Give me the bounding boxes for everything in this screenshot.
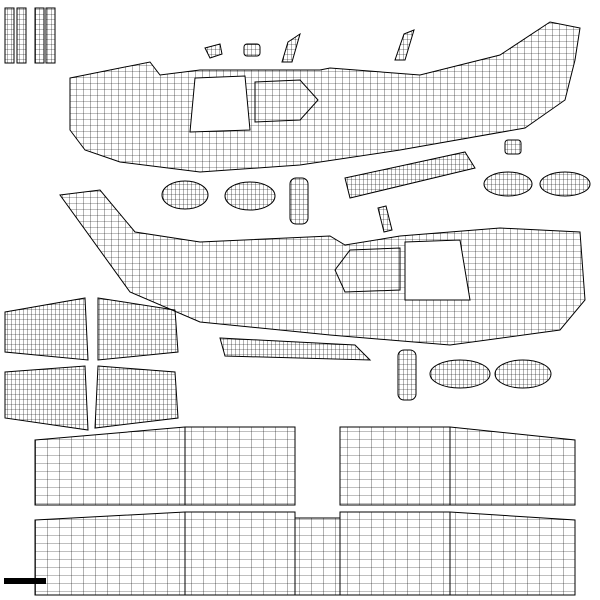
stabilizer-piece	[4, 297, 89, 361]
cockpit-window	[404, 239, 471, 301]
wheel-fairing	[494, 359, 552, 389]
small-parts	[161, 29, 591, 401]
cockpit-window-rear	[254, 79, 319, 123]
stabilizer-piece	[94, 365, 179, 429]
wing-center-section	[294, 517, 341, 596]
wheel-fairing	[224, 181, 276, 211]
fitting-piece	[204, 43, 223, 59]
cockpit-window	[189, 75, 251, 133]
antenna-piece	[394, 29, 415, 61]
wing-upper-right	[339, 426, 576, 506]
fitting-piece	[504, 139, 522, 155]
strut-piece	[4, 7, 15, 64]
nose-gear-fairing	[289, 177, 309, 225]
fitting-piece	[243, 43, 261, 57]
strut-piece	[34, 7, 45, 64]
nose-gear-fairing	[397, 349, 417, 401]
wing-lower-left	[34, 511, 296, 596]
scale-bar	[4, 578, 46, 584]
stabilizer-piece	[4, 365, 89, 431]
antenna-piece	[281, 32, 301, 63]
wheel-fairing	[483, 171, 533, 197]
step-piece	[219, 337, 372, 361]
wheel-fairing	[161, 180, 209, 210]
strut-piece	[45, 7, 56, 64]
stabilizer-piece	[97, 297, 179, 361]
fuselage-left-side	[69, 21, 581, 173]
stabilizer-pieces	[4, 297, 179, 431]
wheel-fairing	[539, 171, 591, 197]
antenna-piece	[377, 205, 393, 233]
strut-pieces	[4, 7, 56, 64]
wheel-fairing	[429, 359, 491, 389]
wing-upper-left	[34, 426, 296, 506]
fuselage-right-side	[59, 189, 586, 346]
cockpit-window-rear	[334, 247, 401, 293]
wing-lower-right	[339, 511, 576, 596]
step-piece	[344, 151, 476, 199]
wing-pieces	[34, 426, 576, 596]
strut-piece	[16, 7, 27, 64]
